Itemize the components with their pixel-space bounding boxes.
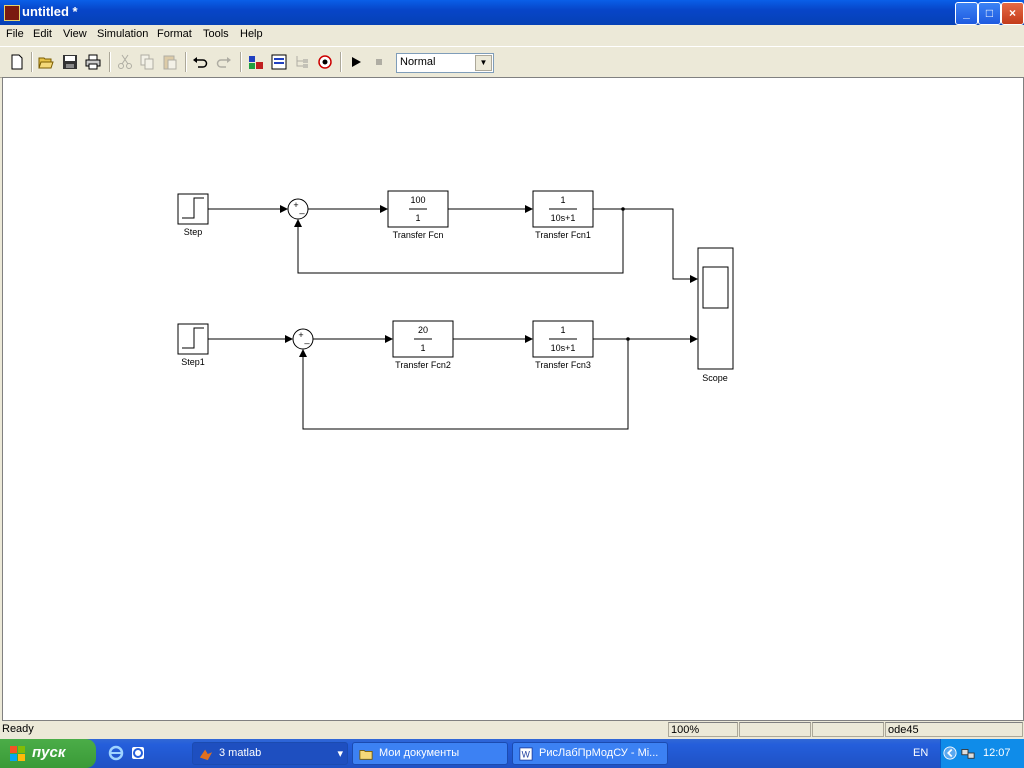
tray-expand-icon[interactable]: [943, 746, 957, 760]
tf-label: Transfer Fcn: [392, 230, 444, 240]
new-model-icon[interactable]: [9, 54, 25, 70]
start-simulation-icon[interactable]: [348, 54, 364, 70]
start-label: пуск: [32, 744, 66, 761]
branch-point: [621, 207, 625, 211]
block-diagram: [177, 190, 734, 430]
quick-launch-icon[interactable]: [130, 745, 146, 761]
simulink-icon[interactable]: [4, 5, 20, 21]
tf1-denominator: 10s+1: [550, 213, 576, 223]
network-icon[interactable]: [961, 746, 975, 760]
chevron-down-icon[interactable]: ▼: [475, 55, 492, 71]
svg-text:W: W: [522, 750, 531, 760]
step1-symbol: [182, 327, 204, 349]
signal-line: [593, 208, 698, 283]
start-button[interactable]: пуск: [0, 739, 96, 768]
branch-point: [626, 337, 630, 341]
folder-icon: [359, 750, 373, 760]
scope-block[interactable]: [697, 247, 734, 370]
menu-simulation[interactable]: Simulation: [97, 28, 149, 40]
window-title: untitled *: [22, 4, 78, 19]
tf3-numerator: 1: [560, 325, 566, 335]
taskbar: пуск 3 matlab ▾ Мои документы W РисЛабПр…: [0, 739, 1024, 768]
print-icon[interactable]: [85, 54, 101, 70]
zoom-level: 100%: [668, 722, 738, 737]
feedback-line: [299, 339, 629, 430]
language-indicator[interactable]: EN: [913, 747, 929, 759]
matlab-icon: [199, 749, 213, 761]
tf1-label: Transfer Fcn1: [535, 230, 591, 240]
tf3-label: Transfer Fcn3: [535, 360, 591, 370]
paste-icon[interactable]: [162, 54, 178, 70]
sum1-plus: +: [298, 330, 304, 340]
scope-label: Scope: [702, 373, 728, 383]
word-icon: W: [519, 747, 533, 761]
stop-simulation-icon[interactable]: [371, 54, 387, 70]
maximize-button[interactable]: □: [978, 2, 1001, 25]
sum-minus: _: [299, 204, 305, 214]
tf-numerator: 100: [410, 195, 426, 205]
windows-logo-icon: [10, 746, 25, 761]
step1-label: Step1: [181, 357, 205, 367]
open-icon[interactable]: [38, 54, 54, 70]
minimize-button[interactable]: _: [955, 2, 978, 25]
system-tray: [940, 739, 1024, 768]
task-my-documents[interactable]: Мои документы: [352, 742, 508, 765]
feedback-line: [294, 209, 624, 274]
toolbar: Normal ▼: [0, 46, 1024, 78]
debug-icon[interactable]: [317, 54, 333, 70]
internet-explorer-icon[interactable]: [108, 745, 124, 761]
menu-format[interactable]: Format: [157, 28, 192, 40]
title-bar: untitled * _ □ ×: [0, 0, 1024, 25]
menu-file[interactable]: File: [6, 28, 24, 40]
step-label: Step: [183, 227, 203, 237]
redo-icon[interactable]: [216, 54, 232, 70]
sum1-minus: _: [304, 334, 310, 344]
status-bar: Ready 100% ode45: [0, 721, 1024, 739]
menu-edit[interactable]: Edit: [33, 28, 52, 40]
task-word-document[interactable]: W РисЛабПрМодСУ - Mi...: [512, 742, 668, 765]
model-explorer-icon[interactable]: [271, 54, 287, 70]
library-browser-icon[interactable]: [248, 54, 264, 70]
status-text: Ready: [2, 723, 34, 735]
undo-icon[interactable]: [192, 54, 208, 70]
tf1-numerator: 1: [560, 195, 566, 205]
model-canvas[interactable]: Step Step1 + _ + _ 100 1 Transfer Fcn 1 …: [2, 77, 1024, 721]
menu-view[interactable]: View: [63, 28, 87, 40]
tf2-denominator: 1: [420, 343, 426, 353]
simulation-mode-select[interactable]: Normal ▼: [396, 53, 494, 73]
close-button[interactable]: ×: [1001, 2, 1024, 25]
tf2-label: Transfer Fcn2: [395, 360, 451, 370]
clock[interactable]: 12:07: [983, 747, 1011, 759]
task-group-arrow: ▾: [337, 748, 343, 760]
tf-denominator: 1: [415, 213, 421, 223]
menu-bar: File Edit View Simulation Format Tools H…: [0, 25, 1024, 45]
status-cell-empty: [812, 722, 884, 737]
hierarchy-icon[interactable]: [294, 54, 310, 70]
solver-name: ode45: [885, 722, 1023, 737]
save-icon[interactable]: [62, 54, 78, 70]
simulation-mode-value: Normal: [400, 56, 436, 68]
cut-icon[interactable]: [117, 54, 133, 70]
task-matlab[interactable]: 3 matlab ▾: [192, 742, 348, 765]
copy-icon[interactable]: [139, 54, 155, 70]
tf2-numerator: 20: [417, 325, 428, 335]
menu-help[interactable]: Help: [240, 28, 263, 40]
status-cell-empty: [739, 722, 811, 737]
step-symbol: [182, 197, 204, 219]
sum-plus: +: [293, 200, 299, 210]
tf3-denominator: 10s+1: [550, 343, 576, 353]
scope-screen: [702, 266, 729, 309]
menu-tools[interactable]: Tools: [203, 28, 229, 40]
